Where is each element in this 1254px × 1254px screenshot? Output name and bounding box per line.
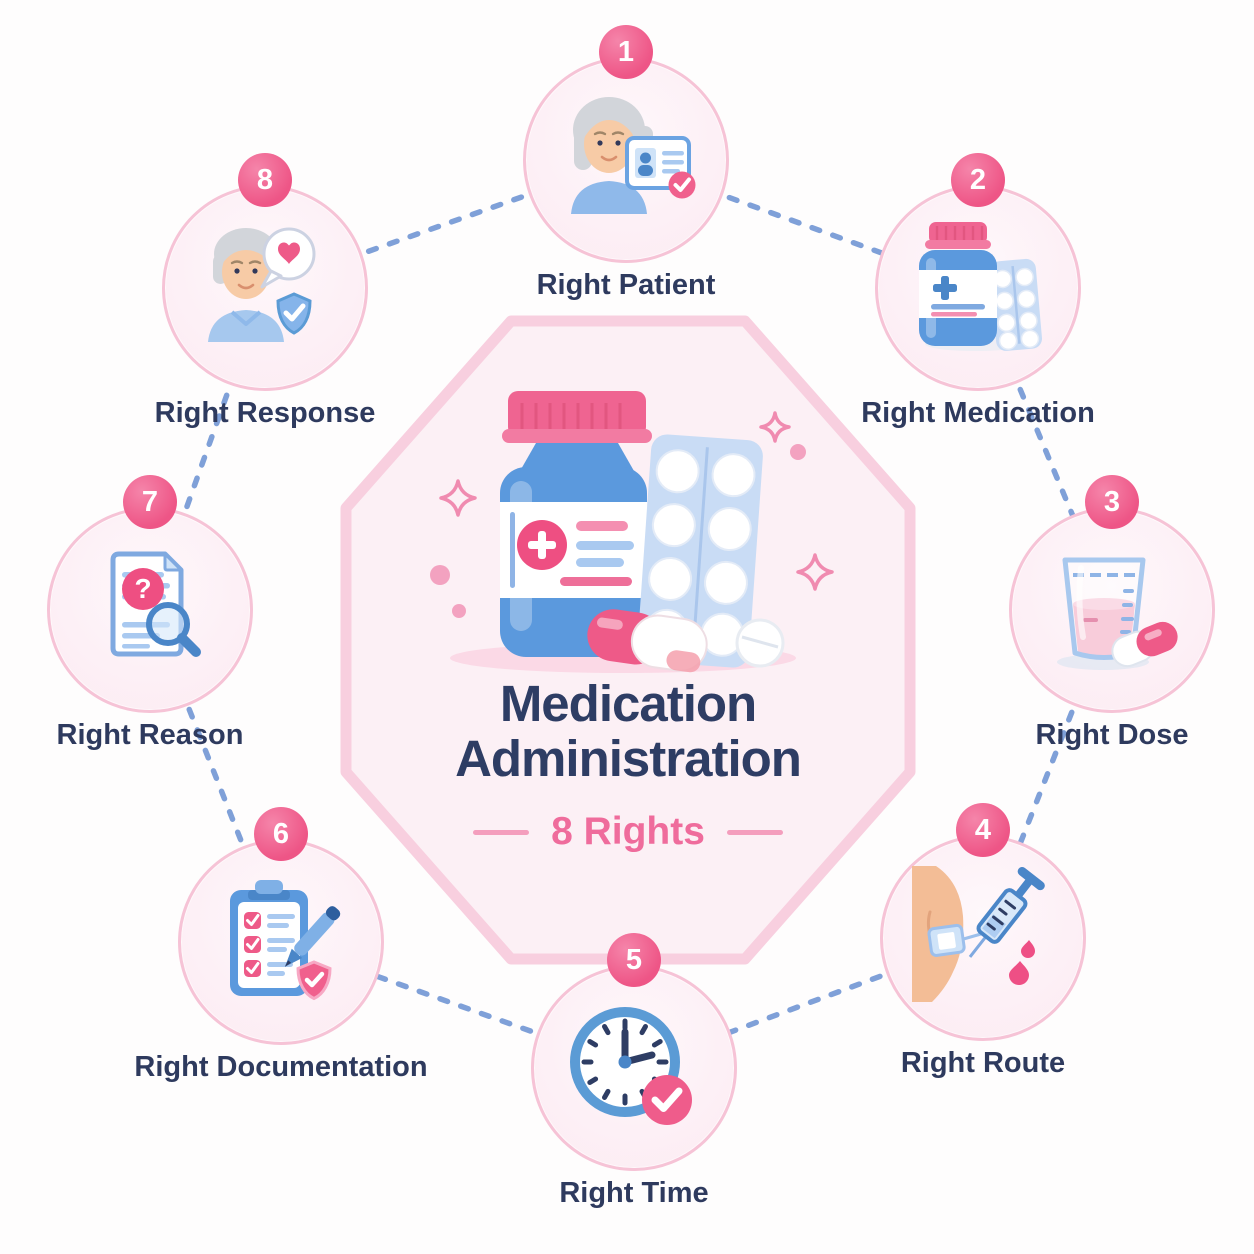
node-label: Right Documentation <box>134 1051 428 1083</box>
node-circle <box>162 185 368 391</box>
node-right-dose: 3 Right Dose <box>1009 475 1215 751</box>
node-number-badge: 8 <box>238 153 292 207</box>
title-line-2: Administration <box>455 730 802 788</box>
subtitle-left-dash <box>473 829 530 835</box>
subtitle-right-dash <box>726 829 783 835</box>
node-circle: ? <box>47 507 253 713</box>
clock-check-icon <box>570 1007 692 1125</box>
subtitle-row: 8 Rights <box>328 810 928 854</box>
node-right-medication: 2 Right Medication <box>861 153 1095 429</box>
node-label: Right Time <box>559 1177 709 1209</box>
node-circle <box>1009 507 1215 713</box>
node-circle <box>178 839 384 1045</box>
node-label: Right Response <box>154 397 376 429</box>
node-right-reason: ? 7 Right Reason <box>47 475 253 751</box>
node-number-badge: 1 <box>599 25 653 79</box>
node-number-badge: 5 <box>607 933 661 987</box>
node-circle <box>523 57 729 263</box>
node-label: Right Route <box>900 1047 1066 1079</box>
node-right-patient: 1 Right Patient <box>523 25 729 301</box>
patient-id-card-icon <box>571 97 696 214</box>
decorative-dots <box>430 444 806 618</box>
svg-text:?: ? <box>134 573 151 604</box>
pill-bottle-blister-icon <box>919 222 1042 351</box>
node-right-documentation: 6 Right Documentation <box>134 807 428 1083</box>
node-circle <box>531 965 737 1171</box>
node-number-badge: 6 <box>254 807 308 861</box>
sparkle-icons <box>439 411 834 591</box>
node-circle <box>875 185 1081 391</box>
node-number-badge: 3 <box>1085 475 1139 529</box>
main-title: Medication Administration <box>328 676 928 786</box>
subtitle-text: 8 Rights <box>551 810 705 854</box>
node-circle <box>880 835 1086 1041</box>
node-right-response: 8 Right Response <box>155 153 375 429</box>
node-number-badge: 7 <box>123 475 177 529</box>
capsule <box>587 609 708 673</box>
node-right-route: 4 Right Route <box>880 803 1086 1079</box>
medication-illustration <box>430 391 834 673</box>
node-label: Right Reason <box>56 719 244 751</box>
node-number-badge: 4 <box>956 803 1010 857</box>
node-label: Right Dose <box>1035 719 1189 751</box>
title-line-1: Medication <box>499 675 757 732</box>
node-right-time: 5 Right Time <box>531 933 737 1209</box>
node-label: Right Medication <box>861 397 1095 429</box>
patient-heart-shield-icon <box>208 227 316 342</box>
node-number-badge: 2 <box>951 153 1005 207</box>
measuring-cup-capsule-icon <box>1057 557 1178 670</box>
clipboard-checklist-icon <box>230 880 341 1001</box>
document-question-magnifier-icon: ? <box>110 551 201 657</box>
node-label: Right Patient <box>536 269 716 301</box>
arm-syringe-icon <box>912 866 1045 1002</box>
